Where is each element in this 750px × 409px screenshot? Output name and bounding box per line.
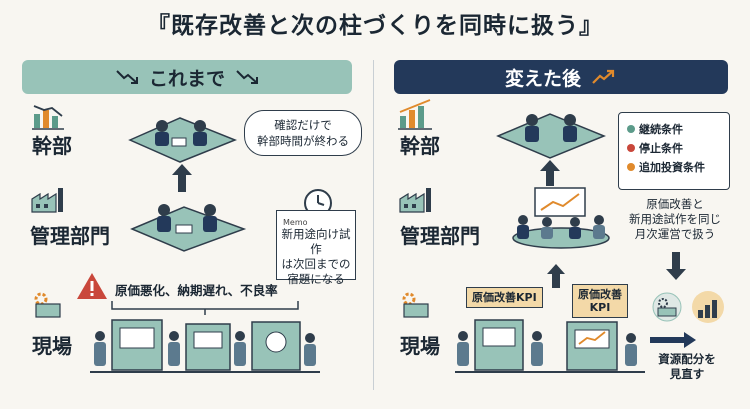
condition-stop: 停止条件 [627, 140, 729, 156]
after-header-label: 変えた後 [504, 67, 581, 90]
kpi-tag-left: 原価改善KPI [466, 287, 543, 308]
bar-chart-icon [32, 105, 64, 130]
arrow-up-icon [540, 160, 560, 186]
trend-down-icon [236, 70, 258, 84]
before-row-admin: 管理部門 [30, 224, 110, 248]
executive-meeting-illustration [128, 117, 238, 163]
arrow-up-icon [172, 164, 192, 192]
executive-meeting-illustration [496, 113, 606, 159]
red-dot-icon [627, 144, 635, 152]
trend-down-icon [116, 70, 138, 84]
bar-chart-icon [398, 99, 432, 130]
before-header: これまで [22, 60, 352, 94]
arrow-right-icon [650, 332, 696, 348]
factory-floor-illustration [90, 319, 320, 373]
condition-continue: 継続条件 [627, 121, 729, 137]
resource-reallocation-text: 資源配分を 見直す [658, 352, 716, 381]
issues-text: 原価悪化、納期遅れ、不良率 [115, 283, 278, 298]
trend-up-icon [592, 69, 615, 84]
kpi-tag-right: 原価改善 KPI [572, 284, 628, 318]
condition-invest: 追加投資条件 [627, 159, 729, 175]
condition-invest-label: 追加投資条件 [639, 161, 705, 174]
section-divider [373, 60, 374, 390]
conditions-panel: 継続条件 停止条件 追加投資条件 [618, 112, 730, 190]
after-row-executives: 幹部 [400, 134, 440, 158]
arrow-up-icon [547, 264, 565, 288]
orange-dot-icon [627, 163, 635, 171]
memo-note: Memo 新用途向け試作 は次回までの 宿題になる [276, 210, 356, 286]
growth-chart-icon [692, 291, 724, 323]
thought-bubble: 確認だけで 幹部時間が終わる [244, 110, 362, 156]
admin-meeting-illustration [512, 187, 610, 249]
factory-gear-icon [652, 292, 682, 322]
after-row-admin: 管理部門 [400, 224, 480, 248]
factory-floor-illustration [455, 319, 645, 373]
factory-icon [31, 188, 63, 213]
green-dot-icon [627, 125, 635, 133]
before-header-label: これまで [148, 67, 225, 90]
arrow-down-icon [666, 252, 686, 280]
after-header: 変えた後 [394, 60, 728, 94]
memo-text: 新用途向け試作 は次回までの 宿題になる [281, 227, 351, 286]
issues-bracket [111, 301, 299, 315]
warning-icon [77, 273, 107, 299]
after-row-field: 現場 [400, 334, 440, 358]
gear-icon [34, 292, 61, 318]
before-row-field: 現場 [32, 334, 72, 358]
gear-icon [402, 292, 429, 318]
condition-continue-label: 継続条件 [639, 123, 683, 136]
page-title: 『既存改善と次の柱づくりを同時に扱う』 [147, 13, 603, 39]
memo-tag: Memo [283, 218, 308, 227]
admin-meeting-illustration [130, 204, 247, 252]
meeting-description: 原価改善と 新用途試作を同じ 月次運営で扱う [629, 197, 721, 241]
factory-icon [399, 188, 431, 213]
condition-stop-label: 停止条件 [639, 142, 683, 155]
before-row-executives: 幹部 [32, 134, 72, 158]
